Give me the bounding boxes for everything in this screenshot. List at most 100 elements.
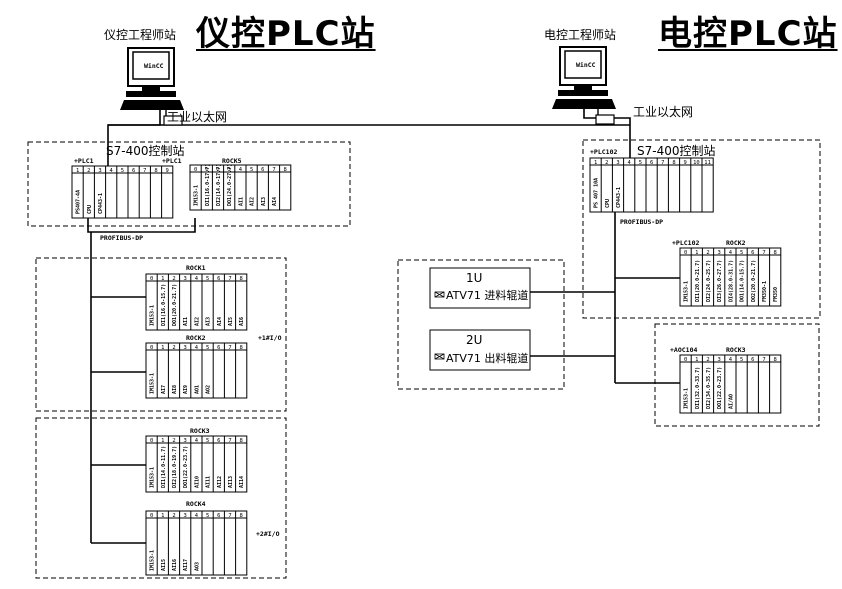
rack-rock5-slot-number: 3 xyxy=(228,167,231,173)
rack-right-rock3-slot-number: 0 xyxy=(684,357,687,363)
left-io1-box xyxy=(35,257,287,412)
engineer-station-right-icon xyxy=(552,46,616,125)
rack-rock2-slot-number: 4 xyxy=(195,345,199,351)
left-profibus-line xyxy=(87,218,196,233)
rack-plc102-slot-number: 1 xyxy=(594,160,597,166)
rack-rock4-slot-number: 4 xyxy=(195,513,199,519)
rack-rock4-module-label: IM153-1 xyxy=(150,550,156,571)
rack-right-rock2-slot-number: 4 xyxy=(729,250,733,256)
rack-rock2-slot-number: 2 xyxy=(172,345,175,351)
io1-label: +1#I/O xyxy=(258,334,282,342)
rack-plc102-slot-number: 2 xyxy=(605,160,608,166)
rack-rock4-slot-number: 6 xyxy=(217,513,220,519)
rack-right-rock2-module-label: FM350-1 xyxy=(762,281,768,302)
rack-rock3-module-label: AI12 xyxy=(217,476,223,488)
rack-plc102-slot-number: 6 xyxy=(650,160,653,166)
plc102-label: +PLC102 xyxy=(590,148,618,156)
rack-rock5-slot-number: 4 xyxy=(239,167,243,173)
rack-right-rock2-slot-number: 3 xyxy=(718,250,721,256)
rack-right-rock3-slot-number: 6 xyxy=(751,357,754,363)
rack-right-rock2-module-label: DI4(28.0-31.7) xyxy=(728,260,734,302)
rack-rock2-module-label: AI7 xyxy=(161,385,167,394)
right-rock3-label: ROCK3 xyxy=(726,346,746,354)
rack-rock3-module-label: AI13 xyxy=(228,476,234,488)
ethernet-line-left xyxy=(107,108,161,172)
rack-right-rock2-module-label: DO1(14.0-15.7) xyxy=(740,260,746,302)
left-station-title: 仪控PLC站 xyxy=(196,14,376,54)
rack-right-rock2-slot-number: 2 xyxy=(706,250,709,256)
right-rock2-label: ROCK2 xyxy=(726,239,746,247)
drive-1-icon xyxy=(434,291,445,298)
rack-rock1-module-label: AI1 xyxy=(183,317,189,326)
rack-rock1-module-label: DO1(20.0-21.7) xyxy=(172,284,178,326)
rack-rock3-slot-number: 4 xyxy=(195,438,199,444)
rack-plc1-module-label: CPU xyxy=(87,205,93,214)
rack-rock1: 0IM153-11DI1(16.0-15.7)2DO1(20.0-21.7)3A… xyxy=(145,273,248,331)
rack-rock1-slot-number: 7 xyxy=(228,276,231,282)
rack-rock5-slot-number: 7 xyxy=(272,167,275,173)
rack-rock4-module-label: AI17 xyxy=(183,559,189,571)
rack-rock5-slot-number: 8 xyxy=(284,167,287,173)
rack-right-rock3-slot-number: 7 xyxy=(762,357,765,363)
rack-rock4-module-label: AO3 xyxy=(194,562,200,571)
rack-rock2-module-label: AO1 xyxy=(194,385,200,394)
rack-rock1-module-label: AI2 xyxy=(194,317,200,326)
rack-rock3-slot-number: 6 xyxy=(217,438,220,444)
rack-plc102-slot-number: 10 xyxy=(693,160,700,166)
rack-plc1-module-label: PS407-4A xyxy=(76,190,82,214)
rack-rock4-slot-number: 3 xyxy=(184,513,187,519)
rack-rock5-module-label: AI3 xyxy=(261,197,267,206)
rack-right-rock3-slot-number: 4 xyxy=(729,357,733,363)
rack-rock1-slot-number: 4 xyxy=(195,276,199,282)
right-pc-label: 电控工程师站 xyxy=(544,28,617,42)
rack-rock1-slot-number: 6 xyxy=(217,276,220,282)
plc102-b-label: +PLC102 xyxy=(672,239,700,247)
right-aoc-box xyxy=(654,323,820,427)
rack-right-rock3: 0IM153-11DI1(32.0-33.7)2DI2(34.0-35.7)3D… xyxy=(679,354,782,414)
rack-plc1-slot-number: 6 xyxy=(132,168,135,174)
engineer-station-left-icon xyxy=(120,47,184,126)
rack-plc1-slot-number: 1 xyxy=(76,168,79,174)
rack-rock3: 0IM153-11DI1(14.0-11.7)2DI2(18.0-19.7)3D… xyxy=(145,435,248,493)
rack-right-rock3-slot-number: 3 xyxy=(718,357,721,363)
rack-rock4-module-label: AI15 xyxy=(161,559,167,571)
rack-right-rock2-slot-number: 5 xyxy=(740,250,743,256)
rack-rock2-module-label: AO2 xyxy=(206,385,212,394)
io2-label: +2#I/O xyxy=(256,530,280,538)
rack-rock5-module-label: IM153-1 xyxy=(194,185,200,206)
rack-right-rock2-module-label: IM153-1 xyxy=(684,281,690,302)
rack-rock5-module-label: DI2(14.0-17.7) xyxy=(216,164,222,206)
rack-rock5-module-label: AI1 xyxy=(238,197,244,206)
rack-right-rock3-module-label: IM153-1 xyxy=(684,388,690,409)
rack-right-rock3-module-label: DI1(32.0-33.7) xyxy=(695,367,701,409)
rack-rock1-slot-number: 2 xyxy=(172,276,175,282)
rack-rock3-module-label: AI11 xyxy=(206,476,212,488)
rack-rock2-module-label: AI8 xyxy=(172,385,178,394)
rack-plc102-module-label: CPU xyxy=(605,199,611,208)
rack-right-rock2-slot-number: 1 xyxy=(695,250,698,256)
rack-right-rock2-module-label: DI1(20.0-21.7) xyxy=(695,260,701,302)
rack-rock2-slot-number: 3 xyxy=(184,345,187,351)
rack-right-rock3-module-label: DO1(22.0-23.7) xyxy=(717,367,723,409)
rack-rock5-slot-number: 5 xyxy=(250,167,253,173)
left-pc-label: 仪控工程师站 xyxy=(104,28,177,42)
rack-plc102-slot-number: 7 xyxy=(661,160,664,166)
rack-rock1-module-label: AI6 xyxy=(239,317,245,326)
right-monitor-text: WinCC xyxy=(576,61,596,69)
rack-rock2-slot-number: 7 xyxy=(228,345,231,351)
right-ethernet-label: 工业以太网 xyxy=(633,105,694,119)
rock4-label: ROCK4 xyxy=(186,500,206,508)
rack-plc102-slot-number: 9 xyxy=(684,160,687,166)
plc1-label: +PLC1 xyxy=(74,157,94,165)
rack-rock2-module-label: AI9 xyxy=(183,385,189,394)
rack-rock3-module-label: DI2(18.0-19.7) xyxy=(172,446,178,488)
rack-plc1-slot-number: 8 xyxy=(154,168,157,174)
drive-1u-unit: 1U xyxy=(466,271,483,285)
rack-right-rock2: 0IM153-11DI1(20.0-21.7)2DI2(24.0-25.7)3D… xyxy=(679,247,782,307)
rack-rock1-slot-number: 0 xyxy=(150,276,153,282)
rack-plc102-slot-number: 4 xyxy=(628,160,632,166)
rack-right-rock3-module-label: AI/AO xyxy=(728,394,734,409)
